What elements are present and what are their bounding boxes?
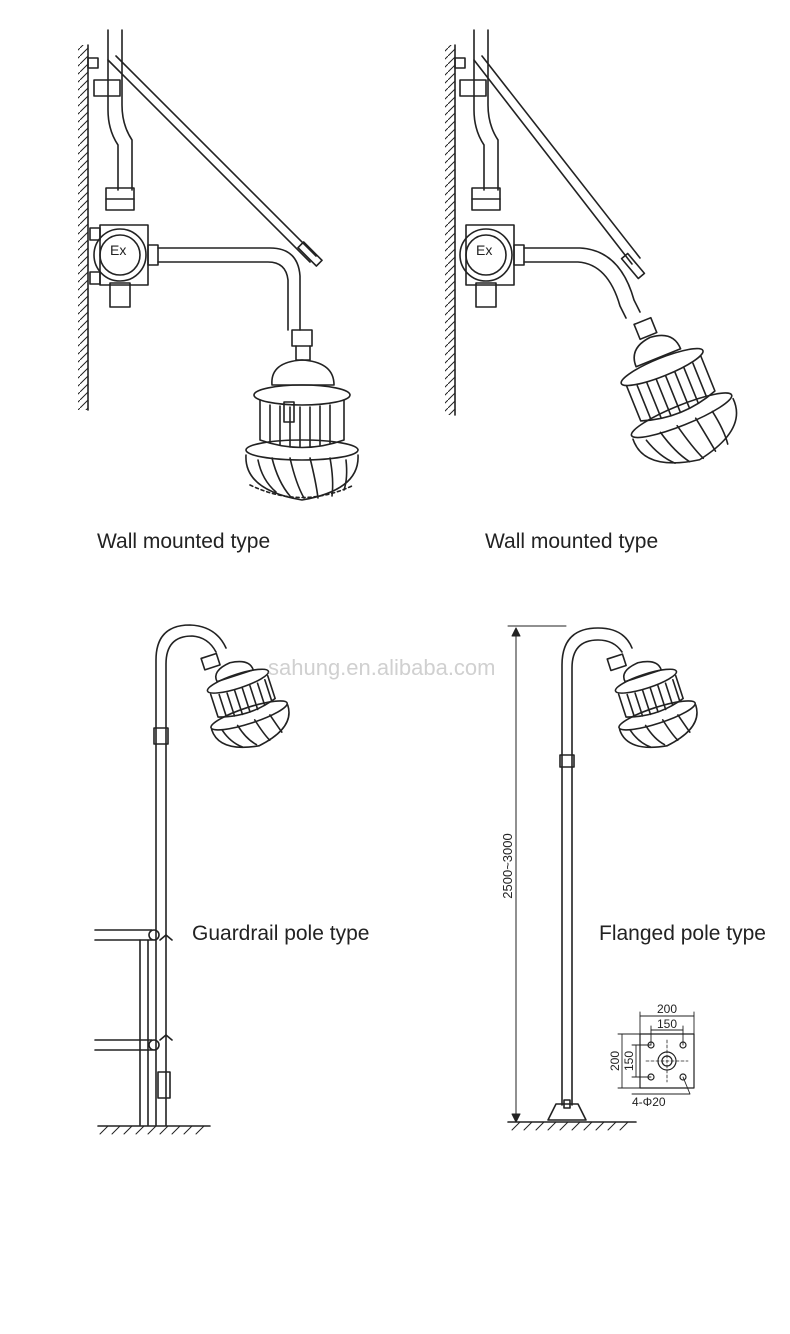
flange-base [547, 1103, 587, 1121]
caption-guardrail-pole: Guardrail pole type [192, 922, 370, 945]
ground-hatch [99, 1125, 205, 1135]
guardrail-pole-diagram [94, 624, 290, 1135]
diagonal-brace [107, 55, 317, 263]
flange-holes: 4-Φ20 [632, 1095, 666, 1109]
bolt [87, 57, 99, 69]
guardrail-top [94, 929, 153, 941]
wall-mount-diagram-right: Ex [445, 29, 738, 464]
lamp-arm [523, 247, 641, 319]
lamp-fixture [620, 316, 738, 464]
flange-plan-view: 200 150 200 150 4-Φ20 [608, 1002, 695, 1109]
wall-mount-diagram-left: Ex [78, 29, 359, 501]
watermark: sahung.en.alibaba.com [268, 655, 496, 680]
junction-box [459, 228, 513, 282]
caption-wall-mounted-left: Wall mounted type [97, 530, 271, 553]
diagonal-brace [473, 55, 641, 265]
bolt [454, 57, 466, 69]
junction-box-label: Ex [476, 242, 492, 258]
flange-outer-height: 200 [608, 1051, 622, 1071]
pole-clamp [157, 1071, 171, 1099]
junction-box [93, 228, 147, 282]
caption-wall-mounted-right: Wall mounted type [485, 530, 659, 553]
lamp-fixture [245, 329, 359, 501]
clamp [459, 79, 487, 97]
wall-hatch [78, 45, 88, 410]
height-dimension: 2500~3000 [500, 833, 515, 898]
pole-clamp [559, 754, 575, 768]
pole [561, 627, 633, 1106]
flanged-pole-diagram: 2500~3000 [500, 625, 698, 1131]
ground-hatch [511, 1121, 629, 1131]
guardrail-post [139, 939, 149, 1126]
pole [155, 624, 227, 1126]
lamp-fixture [606, 653, 698, 749]
clamp [93, 79, 121, 97]
flange-plate [639, 1033, 695, 1089]
wall-hatch [445, 45, 455, 415]
lamp-fixture [200, 652, 290, 749]
guardrail-bottom [94, 1039, 153, 1051]
flange-outer-width: 200 [657, 1002, 677, 1016]
conduit [107, 29, 133, 191]
flange-inner-height: 150 [622, 1051, 636, 1071]
lamp-arm [157, 247, 301, 331]
conduit [473, 29, 499, 191]
bolt-hole [679, 1073, 687, 1081]
caption-flanged-pole: Flanged pole type [599, 922, 766, 945]
flange-inner-width: 150 [657, 1017, 677, 1031]
junction-box-label: Ex [110, 242, 126, 258]
pole-clamp [153, 727, 169, 745]
